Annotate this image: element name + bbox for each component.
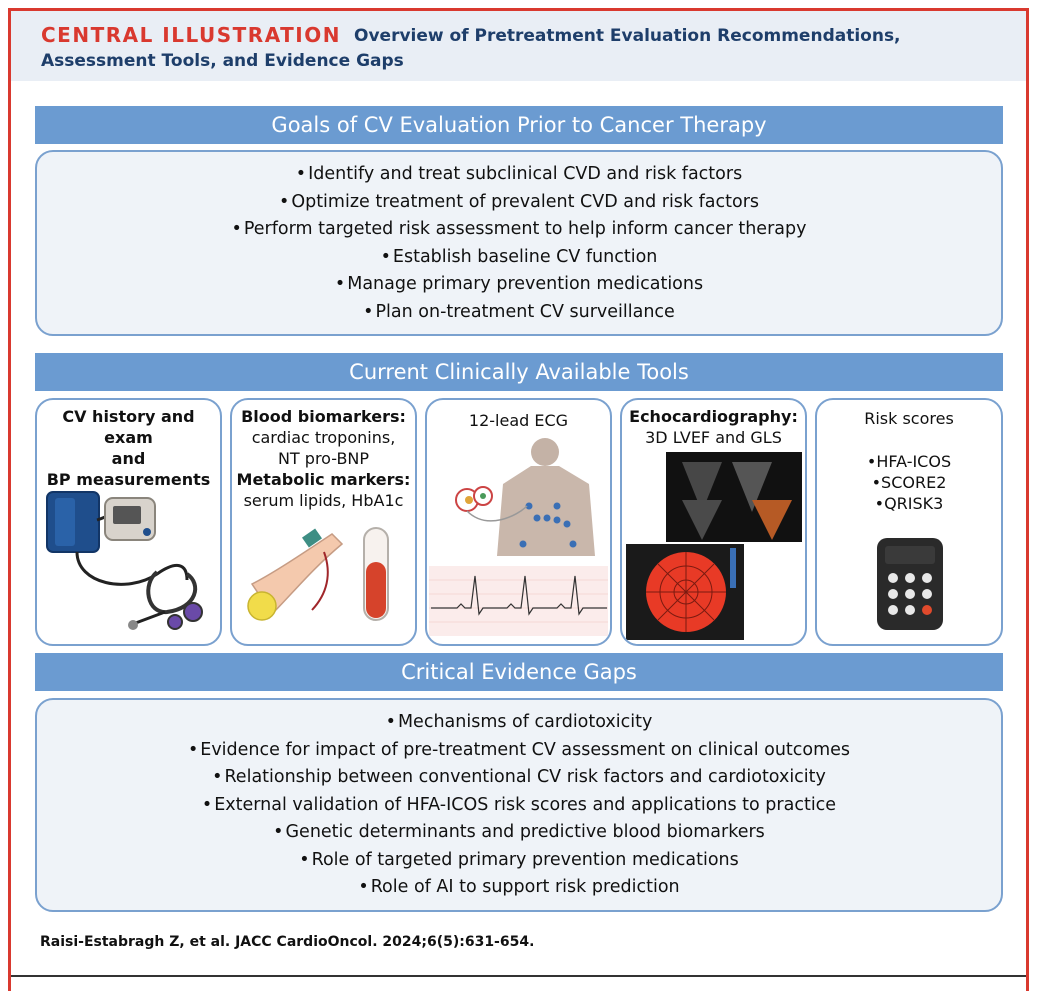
blood-biomarkers-line2: NT pro-BNP xyxy=(277,449,370,468)
cv-history-line1: CV history and exam xyxy=(62,407,195,447)
goal-item: Plan on-treatment CV surveillance xyxy=(37,299,1001,327)
gap-item: Genetic determinants and predictive bloo… xyxy=(37,819,1001,847)
gap-item: Role of AI to support risk prediction xyxy=(37,874,1001,902)
tools-heading: Current Clinically Available Tools xyxy=(35,353,1003,391)
ecg-torso-icon xyxy=(429,438,608,636)
blood-draw-icon xyxy=(247,527,389,621)
risk-score-item: •HFA-ICOS xyxy=(866,452,952,471)
gaps-list: Mechanisms of cardiotoxicity Evidence fo… xyxy=(37,709,1001,902)
goals-panel: Identify and treat subclinical CVD and r… xyxy=(35,150,1003,336)
blood-biomarkers-line1: cardiac troponins, xyxy=(251,428,396,447)
blood-biomarkers-heading: Blood biomarkers: xyxy=(241,407,406,426)
echo-images-icon xyxy=(626,452,802,640)
gap-item: Role of targeted primary prevention medi… xyxy=(37,847,1001,875)
tool-echocardiography: Echocardiography: 3D LVEF and GLS xyxy=(620,398,807,646)
calculator-icon xyxy=(877,538,943,630)
metabolic-markers-heading: Metabolic markers: xyxy=(236,470,411,489)
tool-ecg: 12-lead ECG xyxy=(425,398,612,646)
echo-subtitle: 3D LVEF and GLS xyxy=(645,428,782,447)
tool-cv-history: CV history and exam and BP measurements xyxy=(35,398,222,646)
metabolic-markers-line: serum lipids, HbA1c xyxy=(243,491,404,510)
cv-history-line2: and xyxy=(111,449,146,468)
risk-score-item: •SCORE2 xyxy=(871,473,947,492)
tools-row: CV history and exam and BP measurements … xyxy=(35,398,1003,646)
goal-item: Optimize treatment of prevalent CVD and … xyxy=(37,189,1001,217)
goal-item: Perform targeted risk assessment to help… xyxy=(37,216,1001,244)
gaps-heading: Critical Evidence Gaps xyxy=(35,653,1003,691)
central-illustration-tag: CENTRAL ILLUSTRATION xyxy=(41,23,341,47)
risk-scores-list: •HFA-ICOS •SCORE2 •QRISK3 xyxy=(817,451,1001,514)
citation: Raisi-Estabragh Z, et al. JACC CardioOnc… xyxy=(40,934,535,950)
tool-blood-biomarkers: Blood biomarkers: cardiac troponins, NT … xyxy=(230,398,417,646)
cv-history-line3: BP measurements xyxy=(46,470,211,489)
gaps-panel: Mechanisms of cardiotoxicity Evidence fo… xyxy=(35,698,1003,912)
goals-list: Identify and treat subclinical CVD and r… xyxy=(37,161,1001,326)
goal-item: Establish baseline CV function xyxy=(37,244,1001,272)
goal-item: Identify and treat subclinical CVD and r… xyxy=(37,161,1001,189)
figure-header: Overview of Pretreatment Evaluation Reco… xyxy=(11,11,1026,81)
gap-item: External validation of HFA-ICOS risk sco… xyxy=(37,792,1001,820)
gap-item: Mechanisms of cardiotoxicity xyxy=(37,709,1001,737)
gap-item: Relationship between conventional CV ris… xyxy=(37,764,1001,792)
goal-item: Manage primary prevention medications xyxy=(37,271,1001,299)
figure-title: Overview of Pretreatment Evaluation Reco… xyxy=(41,26,901,71)
risk-score-item: •QRISK3 xyxy=(874,494,944,513)
bp-cuff-stethoscope-icon xyxy=(46,491,203,630)
bottom-divider xyxy=(11,975,1026,977)
gap-item: Evidence for impact of pre-treatment CV … xyxy=(37,737,1001,765)
tool-risk-scores: Risk scores •HFA-ICOS •SCORE2 •QRISK3 xyxy=(815,398,1003,646)
goals-heading: Goals of CV Evaluation Prior to Cancer T… xyxy=(35,106,1003,144)
ecg-title: 12-lead ECG xyxy=(468,411,569,430)
risk-scores-title: Risk scores xyxy=(864,409,954,428)
echo-title: Echocardiography: xyxy=(629,407,798,426)
